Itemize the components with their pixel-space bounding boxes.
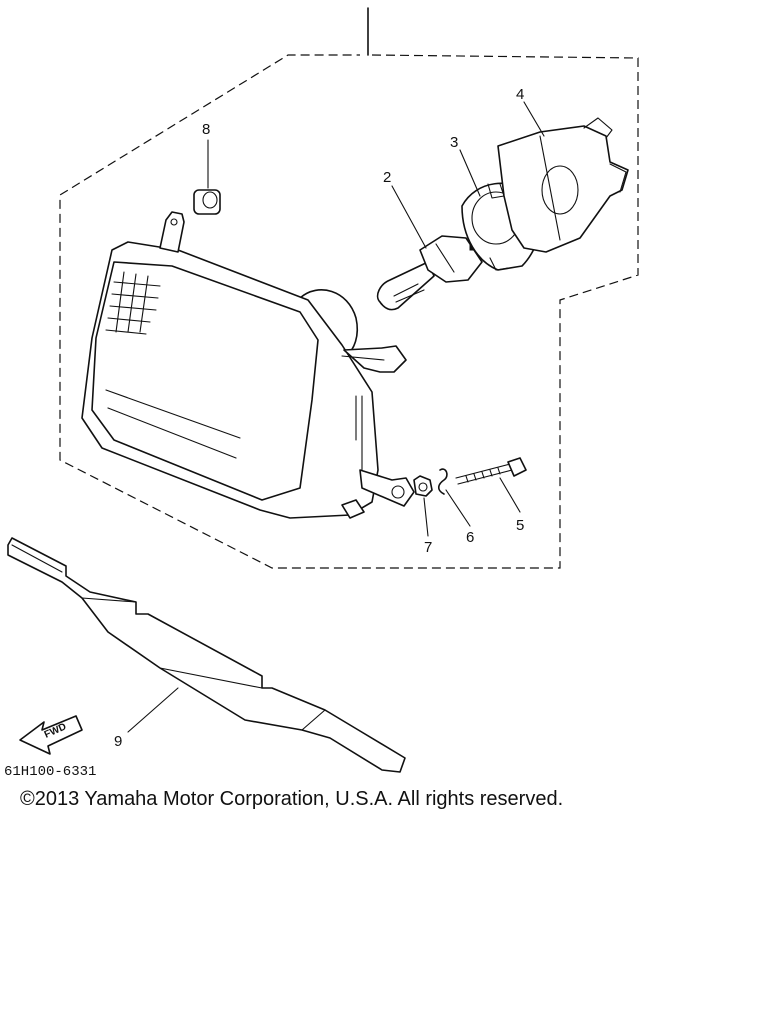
adjust-screw	[455, 457, 527, 485]
callout-4: 4	[516, 86, 524, 103]
bulb	[376, 229, 490, 311]
nut	[413, 475, 433, 497]
assembly-boundary	[59, 7, 639, 569]
callout-8: 8	[202, 121, 210, 138]
grommet	[193, 189, 221, 215]
diagram-code: 61H100-6331	[4, 764, 96, 780]
headlight-stay	[7, 537, 406, 773]
socket-cover	[497, 117, 629, 253]
callout-9: 9	[114, 733, 122, 750]
callout-2: 2	[383, 169, 391, 186]
leader-lines	[127, 101, 545, 733]
callout-labels: 2 3 4 8 5 6 7 9	[114, 86, 524, 750]
clip	[437, 468, 448, 495]
headlight-unit	[81, 211, 415, 519]
callout-5: 5	[516, 517, 524, 534]
callout-7: 7	[424, 539, 432, 556]
callout-3: 3	[450, 134, 458, 151]
forward-arrow-icon: FWD	[19, 715, 83, 755]
lens-pattern	[105, 271, 241, 459]
copyright-notice: ©2013 Yamaha Motor Corporation, U.S.A. A…	[20, 788, 564, 810]
callout-6: 6	[466, 529, 474, 546]
